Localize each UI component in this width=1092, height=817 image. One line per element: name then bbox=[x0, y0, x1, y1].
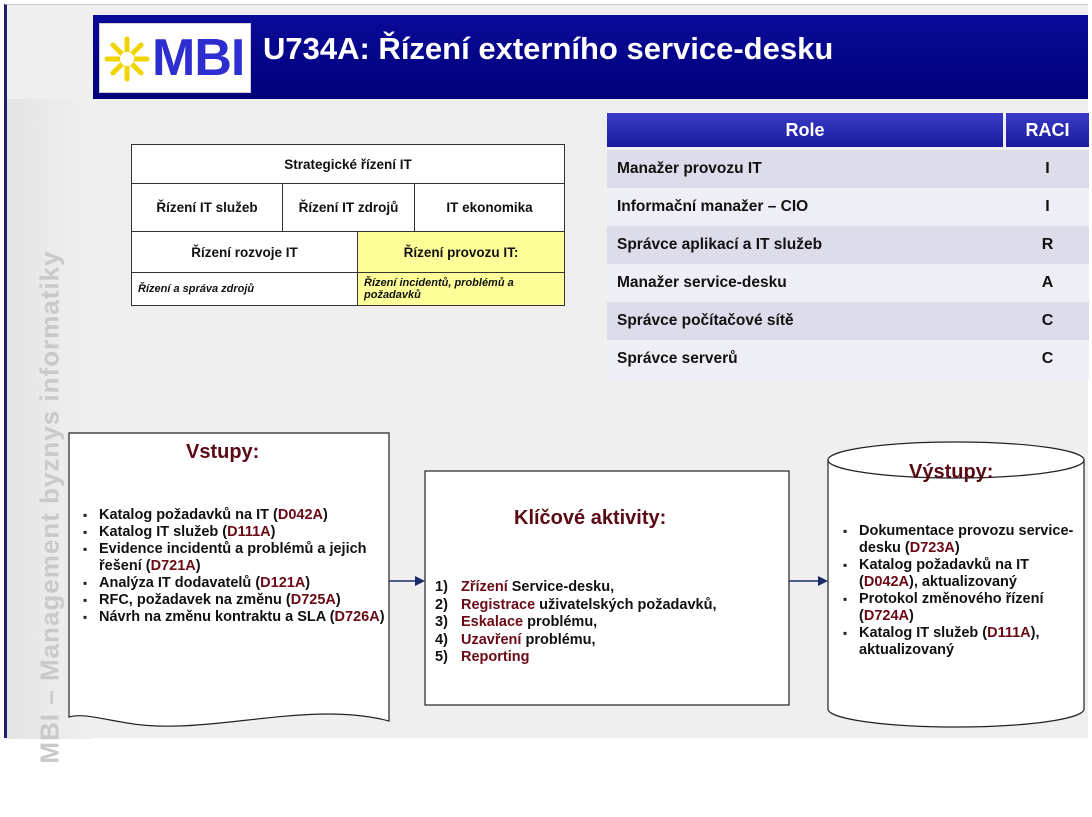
outputs-cylinder-top bbox=[827, 441, 1085, 479]
raci-row: Správce serverů C bbox=[607, 340, 1089, 378]
outputs-list: Dokumentace provozu service-desku (D723A… bbox=[839, 523, 1079, 659]
org-it-services: Řízení IT služeb bbox=[131, 183, 283, 232]
sun-icon bbox=[104, 36, 150, 82]
activities-title: Klíčové aktivity: bbox=[514, 507, 667, 529]
raci-role: Správce aplikací a IT služeb bbox=[617, 236, 823, 253]
arrow-inputs-to-activities bbox=[389, 576, 425, 586]
list-item: Protokol změnového řízení (D724A) bbox=[839, 591, 1079, 625]
activities-list: 1)Zřízení Service-desku, 2)Registrace už… bbox=[435, 579, 785, 667]
raci-value: R bbox=[1041, 236, 1054, 253]
raci-value: I bbox=[1045, 198, 1050, 215]
slide: MBI – Management byznys informatiky MBI … bbox=[4, 4, 1089, 764]
org-chart: Strategické řízení IT Řízení IT služeb Ř… bbox=[131, 144, 565, 306]
raci-row: Správce aplikací a IT služeb R bbox=[607, 226, 1089, 264]
inputs-list: Katalog požadavků na IT (D042A) Katalog … bbox=[79, 507, 385, 626]
org-strategic: Strategické řízení IT bbox=[131, 144, 565, 184]
list-item: Návrh na změnu kontraktu a SLA (D726A) bbox=[79, 609, 385, 626]
list-item: 2)Registrace uživatelských požadavků, bbox=[435, 596, 717, 613]
raci-header-raci: RACI bbox=[1006, 113, 1089, 147]
list-item: Evidence incidentů a problémů a jejich ř… bbox=[79, 541, 385, 575]
arrow-activities-to-outputs bbox=[789, 576, 828, 586]
org-it-operations: Řízení provozu IT: bbox=[357, 231, 565, 273]
raci-value: C bbox=[1041, 350, 1054, 367]
header-banner: MBI U734A: Řízení externího service-desk… bbox=[93, 15, 1088, 99]
list-item: RFC, požadavek na změnu (D725A) bbox=[79, 592, 385, 609]
mbi-logo: MBI bbox=[99, 23, 251, 93]
inputs-title: Vstupy: bbox=[186, 441, 260, 463]
outputs-title: Výstupy: bbox=[909, 461, 994, 483]
raci-row: Manažer provozu IT I bbox=[607, 150, 1089, 188]
raci-role: Správce serverů bbox=[617, 350, 738, 367]
org-it-economics: IT ekonomika bbox=[414, 183, 565, 232]
raci-header-role: Role bbox=[607, 113, 1003, 147]
org-incident-management: Řízení incidentů, problémů a požadavků bbox=[357, 272, 565, 306]
raci-role: Manažer service-desku bbox=[617, 274, 787, 291]
list-item: Dokumentace provozu service-desku (D723A… bbox=[839, 523, 1079, 557]
raci-row: Manažer service-desku A bbox=[607, 264, 1089, 302]
list-item: 4)Uzavření problému, bbox=[435, 631, 596, 648]
list-item: 5)Reporting bbox=[435, 649, 530, 665]
org-it-development: Řízení rozvoje IT bbox=[131, 231, 358, 273]
activities-process-box bbox=[424, 470, 790, 706]
raci-row: Informační manažer – CIO I bbox=[607, 188, 1089, 226]
raci-value: I bbox=[1045, 160, 1050, 177]
list-item: Katalog požadavků na IT (D042A) bbox=[79, 507, 385, 524]
raci-value: A bbox=[1041, 274, 1054, 291]
raci-row: Správce počítačové sítě C bbox=[607, 302, 1089, 340]
list-item: 3)Eskalace problému, bbox=[435, 614, 598, 630]
raci-role: Správce počítačové sítě bbox=[617, 312, 794, 329]
list-item: 1)Zřízení Service-desku, bbox=[435, 579, 615, 595]
list-item: Katalog požadavků na IT (D042A), aktuali… bbox=[839, 557, 1079, 591]
list-item: Analýza IT dodavatelů (D121A) bbox=[79, 575, 385, 592]
logo-text: MBI bbox=[152, 29, 245, 87]
raci-role: Informační manažer – CIO bbox=[617, 198, 809, 215]
raci-value: C bbox=[1041, 312, 1054, 329]
raci-role: Manažer provozu IT bbox=[617, 160, 762, 177]
list-item: Katalog IT služeb (D111A), aktualizovaný bbox=[839, 625, 1079, 659]
org-resource-management: Řízení a správa zdrojů bbox=[131, 272, 358, 306]
slide-title: U734A: Řízení externího service-desku bbox=[263, 31, 834, 66]
list-item: Katalog IT služeb (D111A) bbox=[79, 524, 385, 541]
